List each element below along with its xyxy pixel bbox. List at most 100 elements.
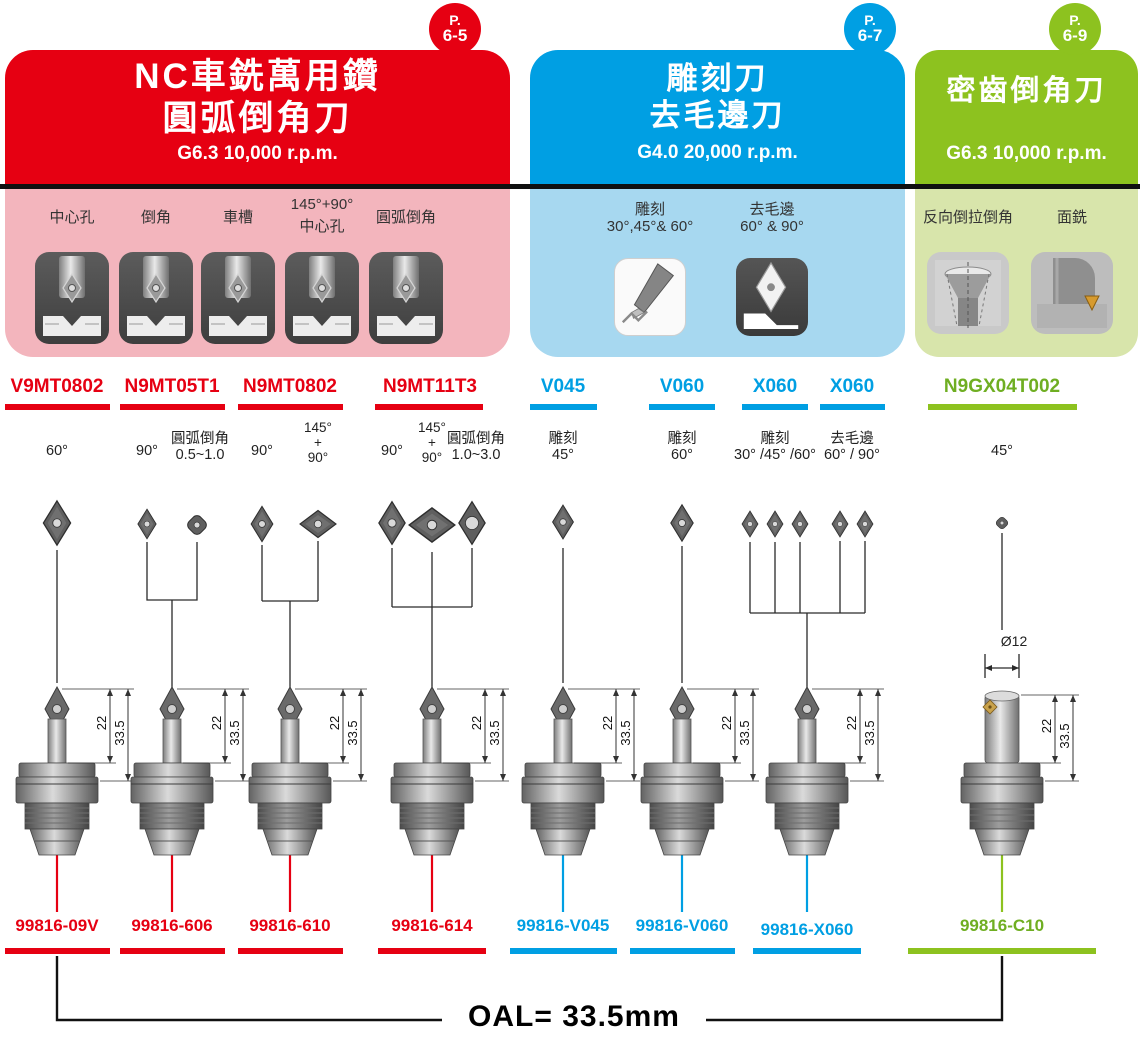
- spec-combo: +: [428, 435, 436, 450]
- section-title-line1: 密齒倒角刀: [946, 75, 1107, 107]
- dimension-label-22: 22: [719, 715, 734, 731]
- section-title-line1: NC車銑萬用鑽: [134, 57, 381, 96]
- spec-arc-range: 1.0~3.0: [451, 447, 501, 463]
- spec-angle: 60° / 90°: [824, 447, 880, 463]
- tool-image: 22 33.5: [245, 683, 375, 868]
- product-code: 99816-09V: [15, 916, 99, 935]
- tool-image: 22 33.5: [387, 683, 517, 868]
- insert-model: N9MT11T3: [383, 376, 477, 397]
- dimension-label-22: 22: [94, 715, 109, 731]
- code-underline: [238, 948, 343, 954]
- feature-label: 中心孔: [299, 218, 345, 235]
- badge-p-label: P.: [864, 11, 876, 28]
- dimension-label-33-5: 33.5: [227, 720, 242, 746]
- insert-model: V9MT0802: [10, 376, 104, 397]
- feature-label: 倒角: [140, 209, 172, 226]
- feature-label: 60° & 90°: [740, 218, 804, 235]
- section-header-red: NC車銑萬用鑽 圓弧倒角刀 G6.3 10,000 r.p.m.: [5, 50, 510, 184]
- spec-function: 去毛邊: [830, 431, 874, 447]
- insert-model: V060: [659, 376, 705, 397]
- spec-angle: 60°: [671, 447, 693, 463]
- feature-label: 145°+90°: [290, 196, 354, 213]
- dimension-label-33-5: 33.5: [345, 720, 360, 746]
- badge-page-number: 6-9: [1062, 26, 1088, 46]
- insert-image: [184, 512, 210, 538]
- dimension-label-22: 22: [327, 715, 342, 731]
- badge-p-label: P.: [1069, 11, 1081, 28]
- insert-image: [765, 508, 785, 540]
- insert-model: X060: [752, 376, 798, 397]
- spec-combo: 90°: [307, 450, 329, 465]
- badge-page-number: 6-7: [857, 26, 883, 46]
- code-underline: [378, 948, 486, 954]
- spec-angle: 90°: [136, 443, 158, 459]
- feature-label: 反向倒拉倒角: [922, 209, 1014, 226]
- dimension-label-33-5: 33.5: [618, 720, 633, 746]
- code-underline: [753, 948, 861, 954]
- feature-label: 圓弧倒角: [375, 209, 437, 226]
- spec-function: 雕刻: [667, 431, 697, 447]
- feature-icon-face-milling: [1031, 252, 1113, 334]
- product-code: 99816-C10: [959, 916, 1045, 935]
- insert-model: X060: [829, 376, 875, 397]
- spec-angle: 60°: [46, 443, 68, 459]
- spec-function: 雕刻: [548, 431, 578, 447]
- section-header-blue: 雕刻刀 去毛邊刀 G4.0 20,000 r.p.m.: [530, 50, 905, 184]
- model-underline: [120, 404, 225, 410]
- insert-image: [451, 500, 493, 546]
- spec-angle: 90°: [381, 443, 403, 459]
- model-underline: [928, 404, 1077, 410]
- feature-icon-center-hole: [35, 252, 109, 344]
- section-rpm: G6.3 10,000 r.p.m.: [177, 143, 338, 164]
- page-badge-red: P. 6-5: [429, 3, 481, 55]
- insert-image: [994, 515, 1010, 531]
- model-underline: [375, 404, 483, 410]
- product-code: 99816-X060: [760, 920, 854, 939]
- spec-function: 雕刻: [760, 431, 790, 447]
- code-underline: [5, 948, 110, 954]
- feature-icon-arc-chamfer: [369, 252, 443, 344]
- feature-icon-145-90-center-hole: [285, 252, 359, 344]
- code-underline: [630, 948, 735, 954]
- model-underline: [530, 404, 597, 410]
- insert-model: N9MT0802: [243, 376, 337, 397]
- model-underline: [238, 404, 343, 410]
- page-badge-blue: P. 6-7: [844, 3, 896, 55]
- section-title-line2: 去毛邊刀: [649, 98, 786, 134]
- tool-image: 22 33.5: [518, 683, 648, 868]
- tool-image: 22 33.5: [12, 683, 142, 868]
- oal-label: OAL= 33.5mm: [468, 1000, 680, 1033]
- insert-image: [40, 498, 74, 548]
- badge-page-number: 6-5: [442, 26, 468, 46]
- tool-image: 22 33.5: [762, 683, 892, 868]
- dimension-label-33-5: 33.5: [112, 720, 127, 746]
- dimension-label-33-5: 33.5: [1057, 723, 1072, 749]
- spec-combo: +: [314, 435, 322, 450]
- dimension-label-33-5: 33.5: [862, 720, 877, 746]
- code-underline: [120, 948, 225, 954]
- code-underline: [510, 948, 617, 954]
- spec-arc-label: 圓弧倒角: [447, 431, 505, 447]
- feature-label: 面銑: [1056, 209, 1088, 226]
- badge-p-label: P.: [449, 11, 461, 28]
- feature-icon-chamfer: [119, 252, 193, 344]
- product-code: 99816-610: [249, 916, 331, 935]
- spec-combo: 90°: [421, 450, 443, 465]
- tool-image: 22 33.5: [127, 683, 257, 868]
- insert-image: [790, 508, 810, 540]
- insert-image: [247, 505, 277, 543]
- feature-icon-grooving: [201, 252, 275, 344]
- page-badge-green: P. 6-9: [1049, 3, 1101, 55]
- feature-label: 中心孔: [49, 209, 95, 226]
- feature-label: 30°,45°& 60°: [606, 218, 694, 235]
- product-code: 99816-V060: [635, 916, 729, 935]
- feature-label: 去毛邊: [749, 201, 795, 218]
- spec-angle: 90°: [251, 443, 273, 459]
- model-underline: [742, 404, 808, 410]
- code-underline: [908, 948, 1096, 954]
- feature-icon-deburring: [736, 258, 808, 336]
- feature-icon-engraving: [614, 258, 686, 336]
- insert-model: N9MT05T1: [124, 376, 220, 397]
